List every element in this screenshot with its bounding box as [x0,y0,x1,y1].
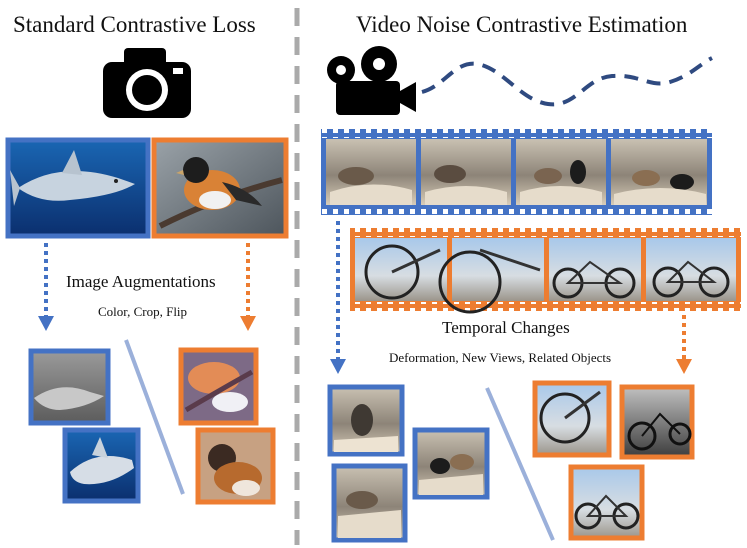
bike-film-strip [350,228,741,314]
bike-frame-3 [549,238,641,301]
bike-sample-2 [619,384,695,460]
left-panel-title: Standard Contrastive Loss [13,12,256,37]
bike-frame-4 [646,238,736,301]
shark-augmented-gray [28,348,111,426]
bird-augmented-crop [195,427,276,505]
augmentation-label: Image Augmentations [66,272,216,291]
cat-sample-2 [412,427,490,500]
cat-sample-3 [331,463,408,543]
cat-frame-2 [421,139,511,205]
bike-sample-1 [532,380,612,458]
shark-augmented-crop [62,427,141,504]
cat-film-strip [321,129,712,215]
augmentation-detail: Color, Crop, Flip [98,304,188,319]
pair-separator [124,339,185,495]
temporal-detail: Deformation, New Views, Related Objects [389,350,612,365]
shark-image [5,137,151,239]
camera-motion-path [421,56,713,107]
bike-frame-1 [355,238,447,301]
bird-image [151,137,289,239]
cat-sample-1 [327,384,405,457]
cat-frame-3 [516,139,606,205]
cat-frame-4 [611,139,707,205]
movie-camera-icon [327,46,416,115]
bike-sample-3 [568,464,645,541]
bike-frame-2 [438,238,544,314]
video-pair-separator [485,387,555,541]
temporal-label: Temporal Changes [442,318,570,337]
bird-augmented-color [178,347,259,426]
cat-frame-1 [326,139,416,205]
camera-icon [103,48,191,118]
right-panel-title: Video Noise Contrastive Estimation [356,12,688,37]
